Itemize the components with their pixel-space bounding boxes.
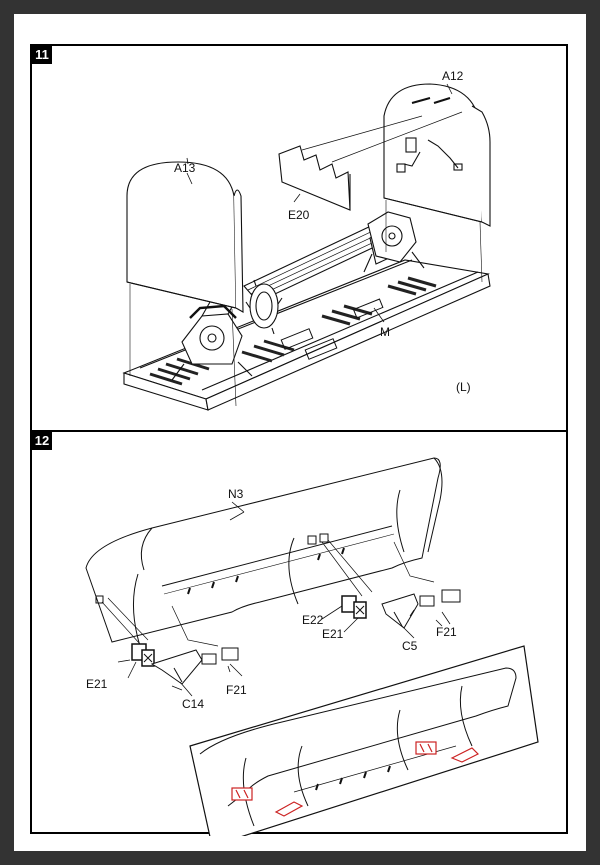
bracket-group-right xyxy=(321,539,461,629)
bulkhead-a12 xyxy=(383,83,491,283)
rear-mount xyxy=(363,211,425,273)
label-a13: A13 xyxy=(174,161,196,175)
label-m: M xyxy=(380,325,390,339)
step-11-badge: 11 xyxy=(32,46,52,64)
label-f21-right: F21 xyxy=(436,625,457,639)
highlighted-parts xyxy=(231,741,480,817)
step-12-badge: 12 xyxy=(32,432,52,450)
label-c14: C14 xyxy=(182,697,204,711)
bracket-group-left xyxy=(101,597,239,691)
label-e20: E20 xyxy=(288,208,310,222)
part-e20 xyxy=(278,111,463,211)
instruction-page: 11 12 xyxy=(14,14,586,851)
label-n3: N3 xyxy=(228,487,244,501)
completed-inset-view xyxy=(189,645,539,836)
instruction-frame: 11 12 xyxy=(30,44,568,836)
hull-part-n3 xyxy=(85,457,443,647)
label-f21-left: F21 xyxy=(226,683,247,697)
label-side-l: (L) xyxy=(456,380,471,394)
step-12-diagram: N3 E22 E21 C5 F21 E21 C14 F21 xyxy=(85,457,539,836)
label-e21-left: E21 xyxy=(86,677,108,691)
front-mount xyxy=(171,299,253,381)
label-e22: E22 xyxy=(302,613,324,627)
label-e21-right: E21 xyxy=(322,627,344,641)
bulkhead-a13 xyxy=(126,157,244,407)
label-a12: A12 xyxy=(442,69,464,83)
label-c5: C5 xyxy=(402,639,418,653)
step-11-diagram: A13 A12 E20 M (L) xyxy=(122,69,491,411)
step-divider xyxy=(32,430,566,432)
